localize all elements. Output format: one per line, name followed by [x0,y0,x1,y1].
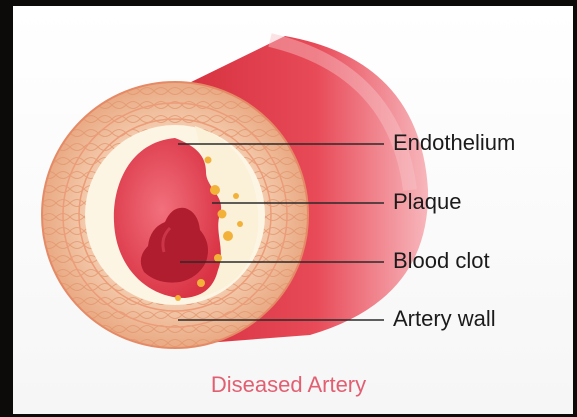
label-artery-wall: Artery wall [393,308,496,330]
label-endothelium: Endothelium [393,132,515,154]
diagram-caption: Diseased Artery [0,374,577,396]
label-plaque: Plaque [393,191,462,213]
label-blood-clot: Blood clot [393,250,490,272]
